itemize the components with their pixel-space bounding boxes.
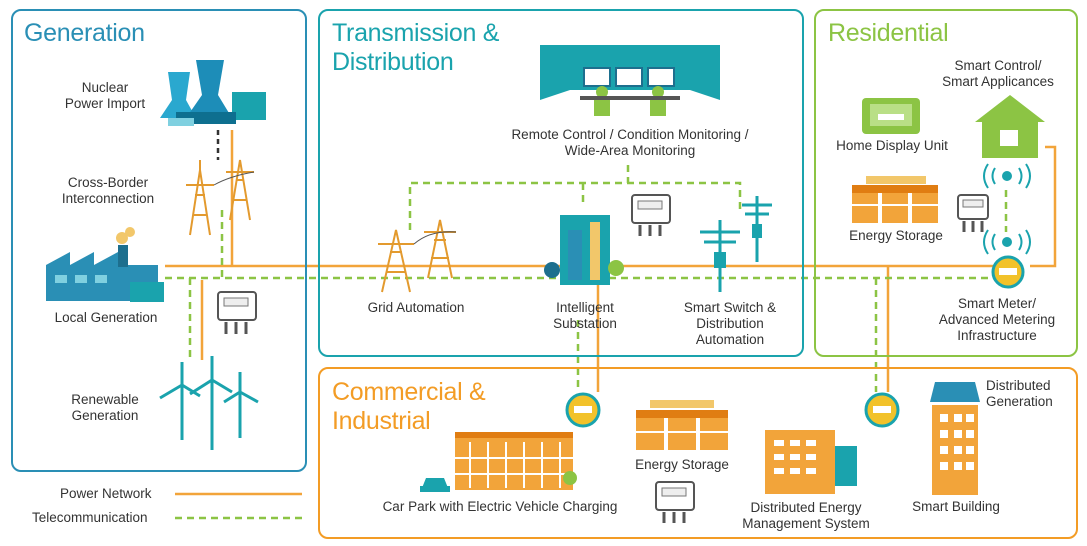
grid-automation-label: Grid Automation bbox=[367, 300, 465, 315]
smart-building-label: Smart Building bbox=[912, 499, 1000, 514]
commercial-title-line2: Industrial bbox=[332, 407, 431, 435]
house-icon bbox=[975, 95, 1045, 158]
battery-icon-commercial bbox=[636, 400, 728, 450]
smart-meter-icon bbox=[991, 255, 1025, 289]
smart-meter-icon-commercial-2 bbox=[864, 392, 900, 428]
meter-icon-commercial bbox=[655, 481, 695, 523]
commercial-panel bbox=[318, 367, 1078, 539]
pylon-icon-cross-border bbox=[186, 159, 255, 236]
nuclear-plant-icon bbox=[160, 60, 266, 126]
smart-switch-label: Smart Switch & Distribution Automation bbox=[683, 300, 777, 347]
local-generation-label: Local Generation bbox=[54, 310, 158, 325]
residential-panel bbox=[814, 9, 1078, 357]
cross-border-label: Cross-Border Interconnection bbox=[61, 175, 155, 206]
renewable-label: Renewable Generation bbox=[71, 392, 139, 423]
factory-icon bbox=[46, 227, 164, 302]
smart-meter-icon-commercial-1 bbox=[565, 392, 601, 428]
generation-title: Generation bbox=[24, 19, 145, 47]
dems-label: Distributed Energy Management System bbox=[742, 500, 870, 531]
pylon-icon-grid-automation bbox=[378, 219, 457, 293]
res-energy-storage-label: Energy Storage bbox=[849, 228, 943, 243]
home-display-icon bbox=[862, 98, 920, 134]
intelligent-substation-label: Intelligent Substation bbox=[553, 300, 617, 331]
wind-turbine-icon bbox=[159, 356, 259, 450]
dems-icon bbox=[765, 430, 857, 494]
smart-building-icon bbox=[930, 382, 980, 495]
legend-power-network: Power Network bbox=[60, 486, 152, 501]
wireless-signal-icon bbox=[983, 163, 1031, 255]
car-park-label: Car Park with Electric Vehicle Charging bbox=[382, 499, 618, 514]
home-display-label: Home Display Unit bbox=[836, 138, 948, 153]
transmission-title-line1: Transmission & bbox=[332, 19, 500, 47]
transmission-title-line2: Distribution bbox=[332, 48, 454, 76]
legend-telecommunication: Telecommunication bbox=[32, 510, 148, 525]
generation-panel bbox=[11, 9, 307, 472]
transmission-panel bbox=[318, 9, 804, 357]
smart-switch-pole-icon bbox=[700, 196, 772, 292]
nuclear-label: Nuclear Power Import bbox=[64, 80, 146, 111]
car-park-icon bbox=[420, 432, 577, 492]
meter-icon-residential bbox=[957, 194, 989, 232]
residential-title: Residential bbox=[828, 19, 949, 47]
battery-icon-residential bbox=[852, 176, 938, 223]
distributed-generation-label: Distributed Generation bbox=[986, 378, 1053, 409]
remote-control-label: Remote Control / Condition Monitoring / … bbox=[511, 127, 749, 158]
smart-control-label: Smart Control/ Smart Applicances bbox=[942, 58, 1054, 89]
meter-icon-transmission bbox=[631, 194, 671, 236]
control-room-icon bbox=[540, 45, 720, 116]
smart-meter-label: Smart Meter/ Advanced Metering Infrastru… bbox=[938, 296, 1056, 343]
meter-icon-generation bbox=[217, 291, 257, 334]
substation-icon bbox=[544, 215, 624, 285]
com-energy-storage-label: Energy Storage bbox=[635, 457, 729, 472]
commercial-title-line1: Commercial & bbox=[332, 378, 486, 406]
